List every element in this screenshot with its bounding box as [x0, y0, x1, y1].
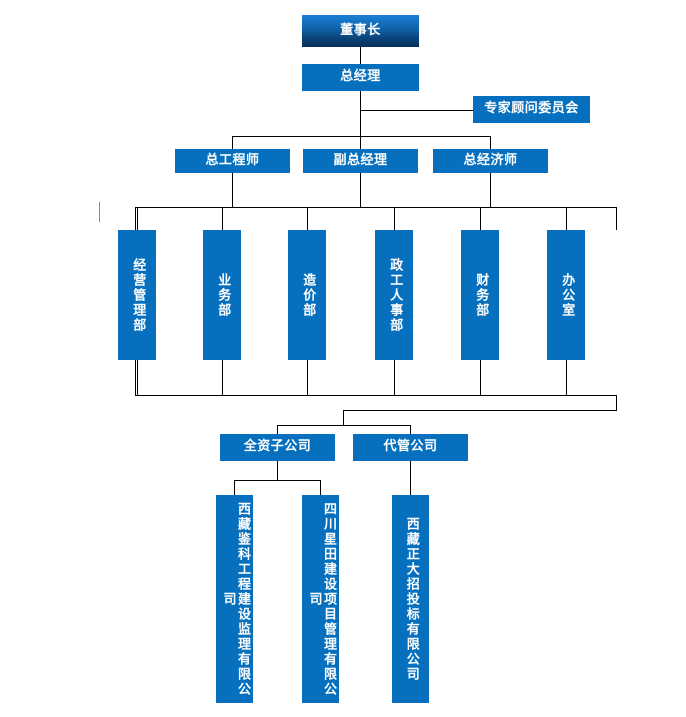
connector-chief-engineer-down — [232, 173, 233, 207]
connector-drop-group-1 — [277, 425, 278, 434]
node-company-sichuan-xingtian[interactable]: 四川星田建设项目管理有限公司 — [302, 495, 339, 703]
connector-department-bus-top — [135, 207, 616, 208]
connector-rise-dept-6 — [566, 360, 567, 395]
connector-drop-dept-3 — [307, 207, 308, 230]
connector-subsidiary-group-bus — [277, 425, 410, 426]
node-chief-engineer[interactable]: 总工程师 — [175, 149, 290, 173]
node-managed-company[interactable]: 代管公司 — [353, 434, 468, 461]
connector-subsidiary-feed-drop — [343, 410, 344, 425]
connector-department-bus-right-end — [616, 207, 617, 230]
margin-tick-mark — [99, 202, 100, 222]
connector-drop-deputy-gm — [360, 136, 361, 149]
connector-subsidiary-feed — [343, 410, 617, 411]
node-department-finance[interactable]: 财务部 — [461, 230, 499, 360]
connector-drop-company-1 — [234, 480, 235, 495]
connector-drop-company-2 — [320, 480, 321, 495]
connector-department-bus-left-end — [135, 207, 136, 230]
connector-drop-dept-4 — [394, 207, 395, 230]
connector-executive-bus — [232, 136, 490, 137]
node-deputy-general-manager[interactable]: 副总经理 — [303, 149, 418, 173]
connector-chief-economist-down — [490, 173, 491, 207]
connector-rise-dept-2 — [222, 360, 223, 395]
node-department-office[interactable]: 办公室 — [547, 230, 585, 360]
connector-drop-dept-5 — [480, 207, 481, 230]
node-department-political-hr[interactable]: 政工人事部 — [375, 230, 413, 360]
node-company-tibet-jianke[interactable]: 西藏鉴科工程建设监理有限公司 — [216, 495, 253, 703]
connector-group-1-down — [277, 461, 278, 480]
connector-drop-group-2 — [410, 425, 411, 434]
node-chairman[interactable]: 董事长 — [302, 15, 419, 47]
connector-bus-to-subsidiary-riser — [616, 395, 617, 410]
connector-rise-dept-4 — [394, 360, 395, 395]
connector-rise-dept-5 — [480, 360, 481, 395]
connector-chairman-to-gm — [360, 47, 361, 64]
node-wholly-owned-subsidiary[interactable]: 全资子公司 — [220, 434, 335, 461]
connector-drop-dept-6 — [566, 207, 567, 230]
connector-department-bus-bottom — [135, 395, 616, 396]
node-department-operations[interactable]: 业务部 — [203, 230, 241, 360]
connector-drop-chief-economist — [490, 136, 491, 149]
connector-gm-to-advisory — [360, 110, 473, 111]
connector-rise-dept-1 — [137, 360, 138, 395]
connector-drop-chief-engineer — [232, 136, 233, 149]
node-department-cost-estimation[interactable]: 造价部 — [288, 230, 326, 360]
connector-drop-company-3 — [410, 461, 411, 495]
connector-bottom-bus-left-end — [135, 360, 136, 396]
connector-drop-dept-2 — [222, 207, 223, 230]
connector-rise-dept-3 — [307, 360, 308, 395]
connector-drop-dept-1 — [137, 207, 138, 230]
connector-deputy-gm-down — [360, 173, 361, 207]
node-company-tibet-zhengda[interactable]: 西藏正大招投标有限公司 — [392, 495, 429, 703]
node-chief-economist[interactable]: 总经济师 — [433, 149, 548, 173]
node-advisory-committee[interactable]: 专家顾问委员会 — [473, 96, 590, 123]
connector-company-bus — [234, 480, 320, 481]
node-department-business-management[interactable]: 经营管理部 — [118, 230, 156, 360]
node-general-manager[interactable]: 总经理 — [302, 64, 419, 91]
